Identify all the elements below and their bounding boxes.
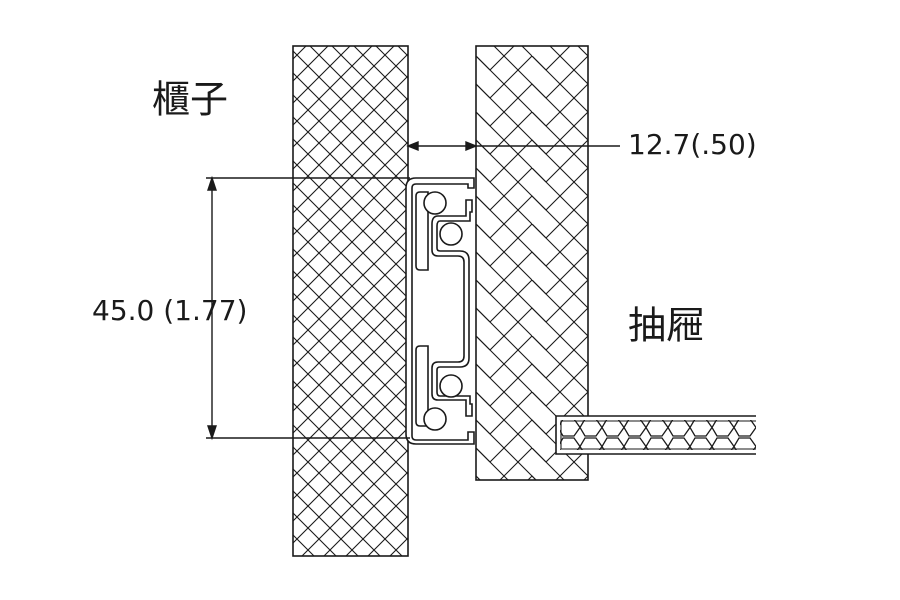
drawer-label: 抽屜 (628, 304, 704, 348)
height-dimension-label: 45.0 (1.77) (92, 294, 247, 327)
slide-outer-member (405, 177, 475, 445)
slide-middle-member (415, 191, 429, 271)
cabinet-wall (292, 45, 409, 557)
drawer-bottom-panel (555, 415, 756, 455)
ball-bearing (423, 191, 447, 215)
height-dimension (206, 175, 410, 441)
gap-dimension-label: 12.7(.50) (628, 128, 757, 161)
drawer-side-wall (475, 45, 589, 481)
gap-dimension (406, 140, 620, 152)
ball-bearing (439, 222, 463, 246)
cabinet-label: 櫃子 (152, 78, 228, 122)
ball-bearing (439, 374, 463, 398)
slide-rail (405, 177, 475, 445)
slide-inner-member (431, 199, 473, 417)
ball-bearing (423, 407, 447, 431)
